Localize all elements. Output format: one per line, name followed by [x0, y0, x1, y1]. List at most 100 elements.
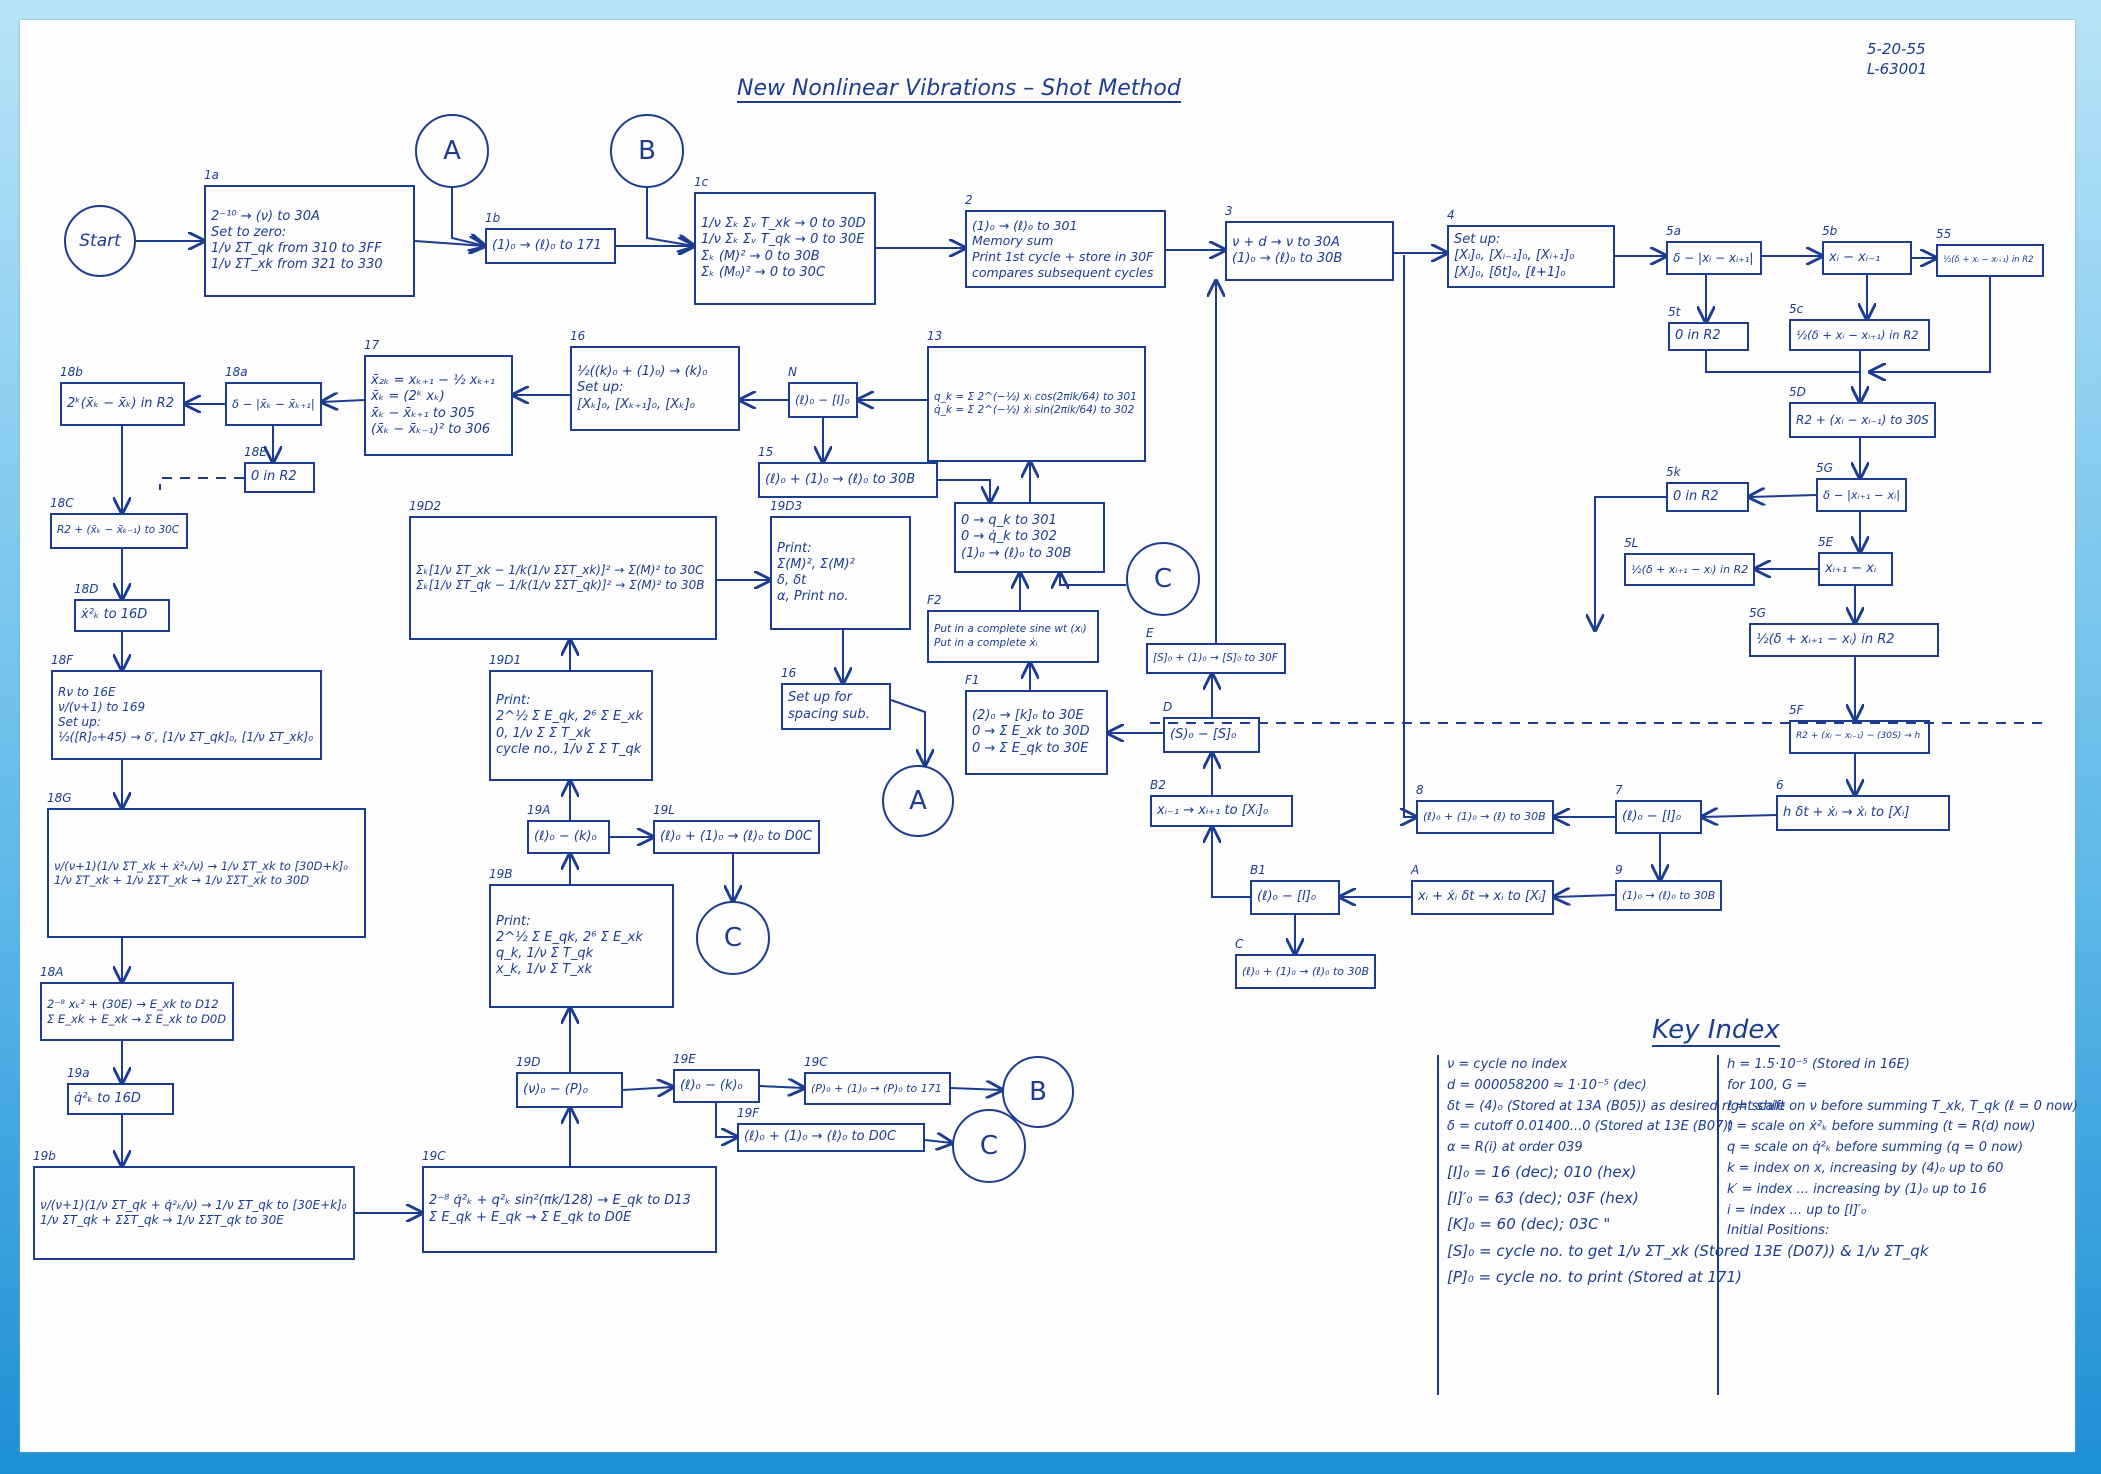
box-step-label: 7 [1615, 783, 1623, 797]
box-text-line: δ − |x̄ₖ − x̄ₖ₊₁| [232, 396, 315, 411]
process-box-c: (ℓ)₀ + (1)₀ → (ℓ)₀ to 30B [1235, 954, 1376, 989]
process-box-n: (ℓ)₀ − [I]₀ [788, 382, 858, 418]
process-box-5k: 0 in R2 [1666, 482, 1749, 512]
box-step-label: 2 [965, 193, 973, 207]
date-stamp: 5-20-55 L-63001 [1867, 40, 1927, 79]
box-text-line: (ℓ)₀ − [I]₀ [1622, 808, 1682, 824]
key-index-title: Key Index [1652, 1015, 1780, 1047]
box-step-label: 5t [1668, 305, 1681, 319]
box-step-label: 19b [33, 1149, 56, 1163]
process-box-19c: 2⁻⁸ q̇²ₖ + q²ₖ sin²(πk/128) → E_qk to D1… [422, 1166, 717, 1253]
box-step-label: 5F [1789, 703, 1804, 717]
box-text-line: 2⁻⁸ xₖ² + (30E) → E_xk to D12 [47, 997, 219, 1012]
box-step-label: 3 [1225, 204, 1233, 218]
box-text-line: xᵢ + ẋᵢ δt → xᵢ to [Xᵢ] [1418, 889, 1547, 905]
process-box-3: ν + d → ν to 30A(1)₀ → (ℓ)₀ to 30B [1225, 221, 1394, 281]
box-step-label: 19C [804, 1055, 828, 1069]
key-index-entry: h = 1.5·10⁻⁵ (Stored in 16E) [1727, 1057, 1910, 1072]
process-box-19a: (ℓ)₀ − (k)₀ [527, 820, 610, 854]
box-text-line: δ − |xᵢ − xᵢ₊₁| [1673, 250, 1754, 265]
box-text-line: [Xᵢ]₀, [δt]₀, [ℓ+1]₀ [1454, 264, 1566, 280]
box-step-label: 55 [1936, 227, 1952, 241]
box-step-label: 15 [758, 445, 774, 459]
box-text-line: 1/ν Σₖ Σᵥ T_qk → 0 to 30E [701, 232, 865, 248]
box-text-line: Σₖ[1/ν ΣT_qk − 1/k(1/ν ΣΣT_qk)]² → Σ(M)²… [416, 578, 705, 592]
box-text-line: [Xᵢ]₀, [Xᵢ₋₁]₀, [Xᵢ₊₁]₀ [1454, 248, 1575, 264]
reference-number: L-63001 [1867, 59, 1928, 78]
box-text-line: δ, δt [777, 573, 807, 588]
diagram-title: New Nonlinear Vibrations – Shot Method [737, 76, 1181, 103]
process-box-19d: (ν)₀ − (P)₀ [516, 1072, 623, 1108]
box-step-label: B2 [1150, 778, 1166, 792]
box-text-line: (ℓ)₀ − [I]₀ [1257, 889, 1317, 905]
key-index-entry: [I]₀ = 16 (dec); 010 (hex) [1447, 1162, 1637, 1181]
box-step-label: F1 [965, 673, 980, 687]
process-box-5e: xᵢ₊₁ − xᵢ [1818, 552, 1893, 586]
box-step-label: 8 [1416, 783, 1424, 797]
box-text-line: 0 in R2 [251, 469, 297, 485]
box-text-line: Print: [496, 913, 531, 929]
box-text-line: 1/ν Σₖ Σᵥ T_xk → 0 to 30D [701, 216, 866, 231]
box-step-label: 19E [673, 1052, 696, 1066]
box-step-label: 18C [50, 496, 74, 510]
box-text-line: q̇²ₖ to 16D [74, 1090, 141, 1106]
box-text-line: ½(δ + xᵢ − xᵢ₊₁) in R2 [1943, 255, 2034, 266]
box-text-line: Rν to 16E [58, 685, 116, 699]
box-text-line: ẋ²ₖ to 16D [81, 607, 148, 623]
box-text-line: x̄₂ₖ = xₖ₊₁ − ½ xₖ₊₁ [371, 373, 496, 388]
box-text-line: Σₖ (M)² → 0 to 30B [701, 248, 820, 264]
box-text-line: compares subsequent cycles [972, 264, 1154, 280]
box-text-line: q_k, 1/ν Σ T_qk [496, 946, 594, 961]
box-text-line: 0 in R2 [1673, 488, 1719, 504]
box-text-line: R2 + (xᵢ − xᵢ₋₁) to 30S [1796, 412, 1929, 427]
box-step-label: C [1235, 937, 1244, 951]
box-text-line: (ℓ)₀ + (1)₀ → (ℓ)₀ to 30B [765, 471, 916, 487]
box-step-label: 18a [225, 365, 248, 379]
box-step-label: 5E [1818, 535, 1834, 549]
process-box-18b: 2ᵏ(x̄ₖ − x̄ₖ) in R2 [60, 382, 185, 426]
process-box-19f: (ℓ)₀ + (1)₀ → (ℓ)₀ to D0C [737, 1123, 925, 1152]
key-index-entry: t = scale on ẋ²ₖ before summing (t = R(d… [1727, 1119, 2036, 1135]
connector-b: B [610, 114, 684, 188]
box-text-line: x_k, 1/ν Σ T_xk [496, 962, 593, 978]
box-step-label: 19C [422, 1149, 446, 1163]
box-text-line: 0 → q_k to 301 [961, 513, 1057, 529]
process-box-8: (ℓ)₀ + (1)₀ → (ℓ) to 30B [1416, 800, 1554, 834]
box-text-line: (x̄ₖ − x̄ₖ₋₁)² to 306 [371, 421, 491, 437]
box-text-line: x̄ₖ − x̄ₖ₊₁ to 305 [371, 405, 475, 421]
box-text-line: Put in a complete ẋᵢ [934, 636, 1038, 649]
box-step-label: 6 [1776, 778, 1784, 792]
process-box-18g: ν/(ν+1)(1/ν ΣT_xk + ẋ²ₖ/ν) → 1/ν ΣT_xk t… [47, 808, 366, 938]
box-step-label: 19D3 [770, 499, 803, 513]
box-step-label: 19D1 [489, 653, 522, 667]
box-text-line: xᵢ₋₁ → xᵢ₊₁ to [Xᵢ]₀ [1157, 802, 1269, 818]
box-text-line: 1/ν ΣT_qk + ΣΣT_qk → 1/ν ΣΣT_qk to 30E [40, 1213, 284, 1227]
process-box-5g: δ − |xᵢ₊₁ − xᵢ| [1816, 478, 1907, 512]
process-box-18e: 0 in R2 [244, 462, 315, 493]
box-text-line: 0 in R2 [1675, 328, 1721, 344]
box-text-line: Σ E_qk + E_qk → Σ E_qk to D0E [429, 1209, 632, 1225]
box-step-label: 5c [1789, 302, 1804, 316]
box-step-label: 16 [781, 666, 797, 680]
box-text-line: Print: [496, 693, 531, 708]
box-text-line: ½([R]₀+45) → δ′, [1/ν ΣT_qk]₀, [1/ν ΣT_x… [58, 730, 314, 744]
process-box-18c: R2 + (x̄ₖ − x̄ₖ₋₁) to 30C [50, 513, 188, 549]
connector-c: C [952, 1109, 1026, 1183]
process-box-5b: xᵢ − xᵢ₋₁ [1822, 241, 1912, 275]
key-index-entry: i = index ... up to [I]′₀ [1727, 1202, 1867, 1218]
box-step-label: 18D [74, 582, 99, 596]
process-box-e: [S]₀ + (1)₀ → [S]₀ to 30F [1146, 643, 1286, 674]
process-box-55: ½(δ + xᵢ − xᵢ₊₁) in R2 [1936, 244, 2044, 277]
box-text-line: α, Print no. [777, 589, 849, 605]
box-text-line: (S)₀ − [S]₀ [1170, 726, 1237, 742]
process-box-5t: 0 in R2 [1668, 322, 1749, 351]
box-step-label: 18A [40, 965, 64, 979]
process-box-19c2: (P)₀ + (1)₀ → (P)₀ to 171 [804, 1072, 951, 1105]
box-text-line: (ℓ)₀ + (1)₀ → (ℓ)₀ to 30B [1242, 964, 1370, 978]
process-box-19e: (ℓ)₀ − (k)₀ [673, 1069, 760, 1103]
